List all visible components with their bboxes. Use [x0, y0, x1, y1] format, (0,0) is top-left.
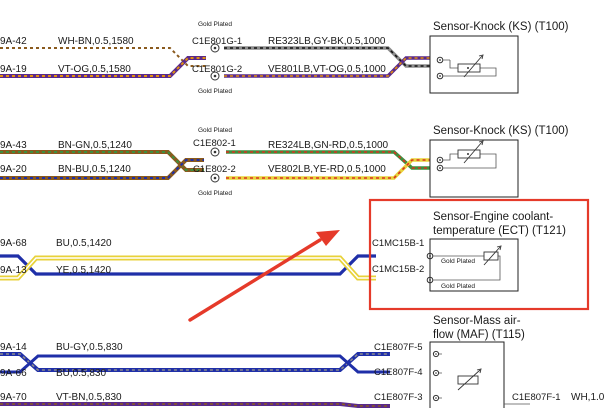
- pin-label: 9A-13: [0, 265, 27, 276]
- wire-4-2-core: [0, 354, 390, 374]
- wire-2-1-right-stripe: [226, 151, 430, 169]
- gold-plated-label: Gold Plated: [198, 21, 232, 28]
- wire-spec-label: BN-GN,0.5,1240: [58, 140, 132, 151]
- pin-label: 9A-42: [0, 36, 27, 47]
- connector-label: C1E802-1: [193, 138, 236, 149]
- section-knock-sensor-2: 9A-43 BN-GN,0.5,1240 9A-20 BN-BU,0.5,124…: [0, 125, 569, 198]
- pointer-arrow: [188, 230, 340, 322]
- sensor-box[interactable]: [429, 35, 519, 94]
- wire-2-2[interactable]: [0, 158, 430, 180]
- sensor-title: Sensor-Engine coolant-: [433, 211, 553, 223]
- wire-spec-label: BU-GY,0.5,830: [56, 342, 123, 353]
- thermistor-symbol: [433, 245, 502, 281]
- wire-spec-label: RE323LB,GY-BK,0.5,1000: [268, 36, 386, 47]
- pin-label: 9A-66: [0, 368, 27, 379]
- pin-label: 9A-70: [0, 392, 27, 403]
- sensor-title: Sensor-Knock (KS) (T100): [433, 21, 569, 33]
- connector-label: C1E807F-3: [374, 392, 423, 403]
- wire-spec-label: VT-OG,0.5,1580: [58, 64, 131, 75]
- wire-4-3[interactable]: [0, 402, 390, 408]
- wire-2-2-left-stripe: [0, 159, 204, 179]
- sensor-symbol: [436, 140, 497, 172]
- sensor-symbol: [432, 350, 482, 402]
- wire-4-2[interactable]: [0, 354, 390, 374]
- wire-1-1[interactable]: [0, 46, 430, 68]
- wire-3-2[interactable]: [0, 255, 376, 281]
- pin-label: 9A-14: [0, 342, 27, 353]
- connector-label: C1E807F-1: [512, 392, 561, 403]
- connector-terminal[interactable]: [210, 147, 220, 157]
- sensor-symbol: [436, 54, 497, 80]
- pin-label: 9A-19: [0, 64, 27, 75]
- section-maf-sensor: 9A-14 BU-GY,0.5,830 9A-66 BU,0.5,830 9A-…: [0, 315, 604, 408]
- connector-label: C1E801G-2: [192, 64, 242, 75]
- gold-plated-label: Gold Plated: [441, 283, 475, 290]
- connector-label: C1E807F-4: [374, 367, 423, 378]
- sensor-box[interactable]: [429, 238, 519, 292]
- wire-spec-label: WH,1.0: [571, 392, 604, 403]
- sensor-title: temperature (ECT) (T121): [433, 225, 566, 237]
- section-ect-sensor: 9A-68 BU,0.5,1420 9A-13 YE,0.5,1420 C1MC…: [0, 198, 590, 322]
- wire-spec-label: BU,0.5,1420: [56, 238, 112, 249]
- wire-spec-label: BN-BU,0.5,1240: [58, 164, 131, 175]
- gold-plated-label: Gold Plated: [198, 127, 232, 134]
- wire-spec-label: RE324LB,GN-RD,0.5,1000: [268, 140, 389, 151]
- wire-3-1-core: [0, 254, 376, 276]
- gold-plated-label: Gold Plated: [198, 190, 232, 197]
- pin-label: 9A-43: [0, 140, 27, 151]
- connector-label: C1E802-2: [193, 164, 236, 175]
- wire-1-2-right-stripe: [224, 57, 430, 77]
- wire-spec-label: YE,0.5,1420: [56, 265, 111, 276]
- connector-terminal[interactable]: [210, 173, 220, 183]
- section-knock-sensor-1: 9A-42 WH-BN,0.5,1580 9A-19 VT-OG,0.5,158…: [0, 21, 569, 95]
- wire-1-2-left-stripe: [0, 57, 206, 77]
- sensor-title: Sensor-Knock (KS) (T100): [433, 125, 569, 137]
- wire-4-1-core: [0, 352, 390, 372]
- sensor-title: Sensor-Mass air-: [433, 315, 521, 327]
- pin-label: 9A-68: [0, 238, 27, 249]
- wire-4-3-stripe: [0, 403, 390, 407]
- sensor-box[interactable]: [429, 341, 505, 408]
- wire-4-1[interactable]: [0, 352, 390, 372]
- pin-label: 9A-20: [0, 164, 27, 175]
- connector-label: C1MC15B-1: [372, 238, 424, 249]
- gold-plated-label: Gold Plated: [198, 88, 232, 95]
- wire-2-2-right-stripe: [226, 159, 430, 179]
- gold-plated-label: Gold Plated: [441, 258, 475, 265]
- connector-terminal[interactable]: [210, 71, 220, 81]
- wire-2-1-left-stripe: [0, 151, 204, 171]
- wire-spec-label: BU,0.5,830: [56, 368, 106, 379]
- connector-label: C1MC15B-2: [372, 264, 424, 275]
- wire-spec-label: VE802LB,YE-RD,0.5,1000: [268, 164, 386, 175]
- wire-1-1-right-stripe: [224, 47, 430, 67]
- wire-spec-label: WH-BN,0.5,1580: [58, 36, 134, 47]
- wire-spec-label: VT-BN,0.5,830: [56, 392, 122, 403]
- connector-label: C1E801G-1: [192, 36, 242, 47]
- sensor-title: flow (MAF) (T115): [433, 329, 525, 341]
- wire-1-2[interactable]: [0, 56, 430, 78]
- wire-2-1[interactable]: [0, 150, 430, 172]
- wire-3-1[interactable]: [0, 254, 376, 276]
- highlight-box: [368, 198, 590, 311]
- wire-1-1-left-stripe: [0, 47, 206, 67]
- wire-spec-label: VE801LB,VT-OG,0.5,1000: [268, 64, 386, 75]
- wire-3-2-core: [0, 257, 376, 279]
- connector-label: C1E807F-5: [374, 342, 423, 353]
- connector-terminal[interactable]: [210, 43, 220, 53]
- sensor-box[interactable]: [429, 139, 519, 198]
